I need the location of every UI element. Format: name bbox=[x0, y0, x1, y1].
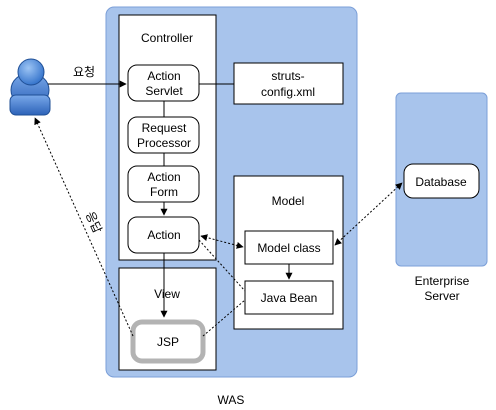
action-servlet-line1: Action bbox=[147, 69, 180, 83]
struts-config-box bbox=[233, 62, 344, 105]
java-bean-label: Java Bean bbox=[261, 291, 318, 305]
model-title: Model bbox=[272, 194, 305, 208]
action-form-line2: Form bbox=[150, 185, 178, 199]
enterprise-label-line1: Enterprise bbox=[415, 274, 470, 288]
model-class-box bbox=[244, 230, 334, 265]
java-bean-box bbox=[244, 280, 334, 315]
user-icon bbox=[9, 58, 51, 116]
model-database-arrow bbox=[334, 182, 403, 246]
jsp-java-bean-line bbox=[202, 299, 246, 337]
action-label: Action bbox=[147, 228, 180, 242]
jsp-box bbox=[130, 319, 206, 364]
request-processor-line2: Processor bbox=[137, 136, 191, 150]
request-label: 요청 bbox=[73, 65, 95, 79]
jsp-label: JSP bbox=[157, 335, 179, 349]
struts-config-line2: config.xml bbox=[261, 85, 315, 99]
model-class-label: Model class bbox=[257, 241, 320, 255]
request-processor-line1: Request bbox=[142, 121, 187, 135]
controller-title: Controller bbox=[141, 31, 193, 45]
enterprise-label-line2: Server bbox=[424, 289, 459, 303]
action-java-bean-line bbox=[198, 239, 246, 292]
database-label: Database bbox=[415, 175, 467, 189]
struts-config-line1: struts- bbox=[271, 69, 304, 83]
action-model-class-arrow bbox=[200, 234, 244, 249]
view-title: View bbox=[154, 287, 180, 301]
action-form-line1: Action bbox=[147, 170, 180, 184]
action-servlet-line2: Servlet bbox=[145, 84, 183, 98]
database-box bbox=[403, 163, 480, 199]
response-label: 응답 bbox=[83, 209, 105, 235]
was-label: WAS bbox=[218, 393, 245, 407]
